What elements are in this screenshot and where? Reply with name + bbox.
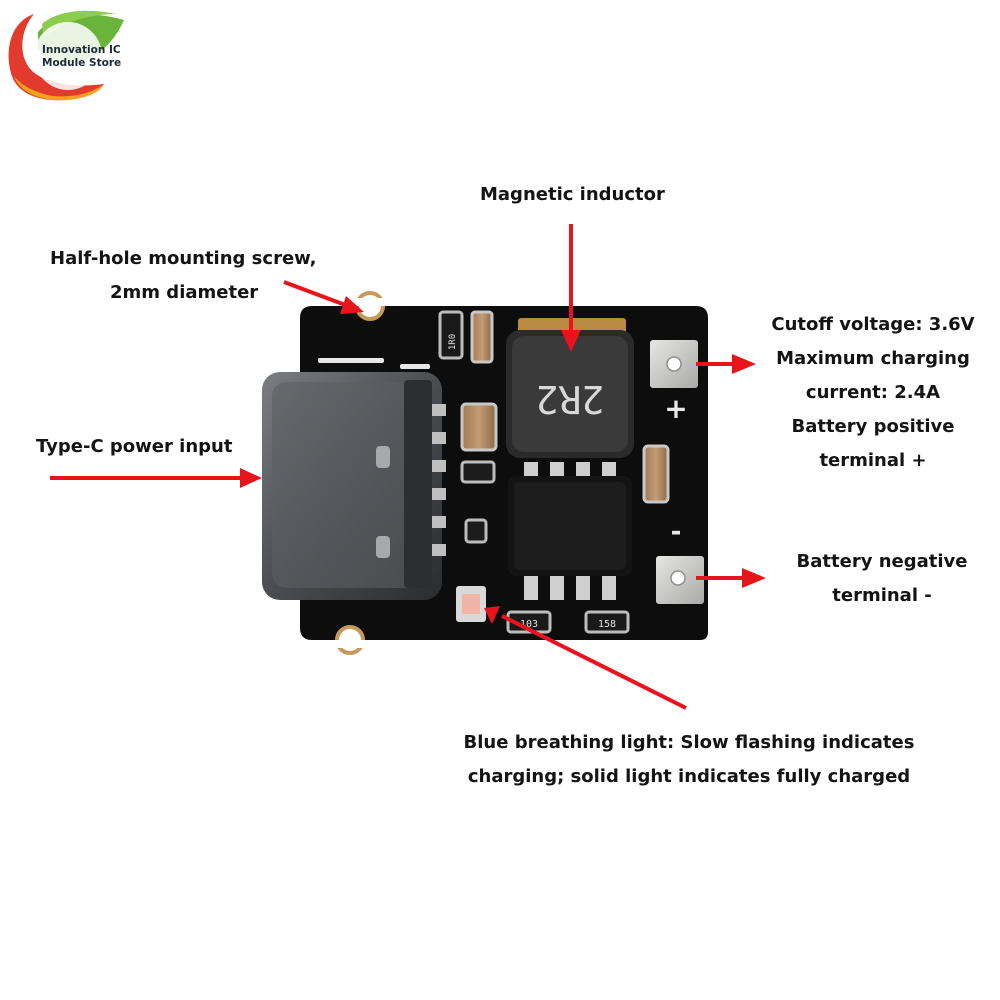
- label-battery-negative: Battery negative terminal -: [790, 545, 974, 613]
- resistor-103-label: 103: [520, 619, 538, 630]
- positive-line-1: Cutoff voltage: 3.6V: [771, 314, 975, 335]
- callout-arrows: [50, 224, 766, 710]
- negative-line-1: Battery negative: [796, 551, 968, 572]
- logo-line-1: Innovation IC: [42, 44, 121, 56]
- positive-line-2: Maximum charging: [776, 348, 970, 369]
- light-line-1: Blue breathing light: Slow flashing indi…: [463, 732, 915, 753]
- arrow-mount-hole: [283, 280, 364, 314]
- type-c-connector: [262, 372, 446, 600]
- capacitor-top: [470, 310, 494, 364]
- label-mounting-screw: Half-hole mounting screw, 2mm diameter: [50, 242, 316, 310]
- label-breathing-light: Blue breathing light: Slow flashing indi…: [456, 726, 922, 794]
- resistor-103: 103: [506, 610, 552, 634]
- arrow-positive: [696, 354, 756, 374]
- resistor-1r0-label: 1R0: [448, 334, 458, 350]
- store-logo: Innovation IC Module Store: [4, 4, 128, 104]
- capacitor-mid: [460, 402, 498, 452]
- logo-text: Innovation IC Module Store: [42, 44, 121, 70]
- arrow-negative: [696, 568, 766, 588]
- battery-positive-pad: +: [650, 340, 698, 425]
- leaf-logo-icon: [8, 10, 124, 101]
- resistor-1r0: 1R0: [438, 310, 464, 360]
- label-magnetic-inductor: Magnetic inductor: [480, 184, 665, 205]
- magnetic-inductor: 2R2: [506, 318, 634, 458]
- battery-negative-pad: -: [656, 517, 704, 604]
- resistor-158: 158: [584, 610, 630, 634]
- negative-line-2: terminal -: [832, 585, 932, 606]
- smd-part-left-2: [464, 518, 488, 544]
- logo-line-2: Module Store: [42, 57, 122, 69]
- positive-symbol: +: [664, 392, 687, 425]
- smd-part-left: [460, 460, 496, 484]
- label-battery-positive: Cutoff voltage: 3.6V Maximum charging cu…: [766, 308, 980, 478]
- inductor-marking: 2R2: [536, 377, 605, 421]
- mounting-line-1: Half-hole mounting screw,: [50, 248, 317, 269]
- positive-line-3: current: 2.4A: [805, 382, 941, 403]
- charger-ic-chip: [508, 462, 632, 600]
- mounting-line-2: 2mm diameter: [110, 282, 259, 303]
- positive-line-4: Battery positive: [791, 416, 955, 437]
- arrow-type-c: [50, 468, 262, 488]
- negative-symbol: -: [671, 517, 682, 547]
- arrow-inductor: [561, 224, 581, 352]
- status-led: [456, 586, 486, 622]
- label-type-c-input: Type-C power input: [36, 436, 233, 457]
- arrow-led: [484, 606, 687, 710]
- positive-line-5: terminal +: [819, 450, 927, 471]
- light-line-2: charging; solid light indicates fully ch…: [467, 766, 911, 787]
- resistor-158-label: 158: [598, 619, 616, 630]
- capacitor-right: [642, 444, 670, 504]
